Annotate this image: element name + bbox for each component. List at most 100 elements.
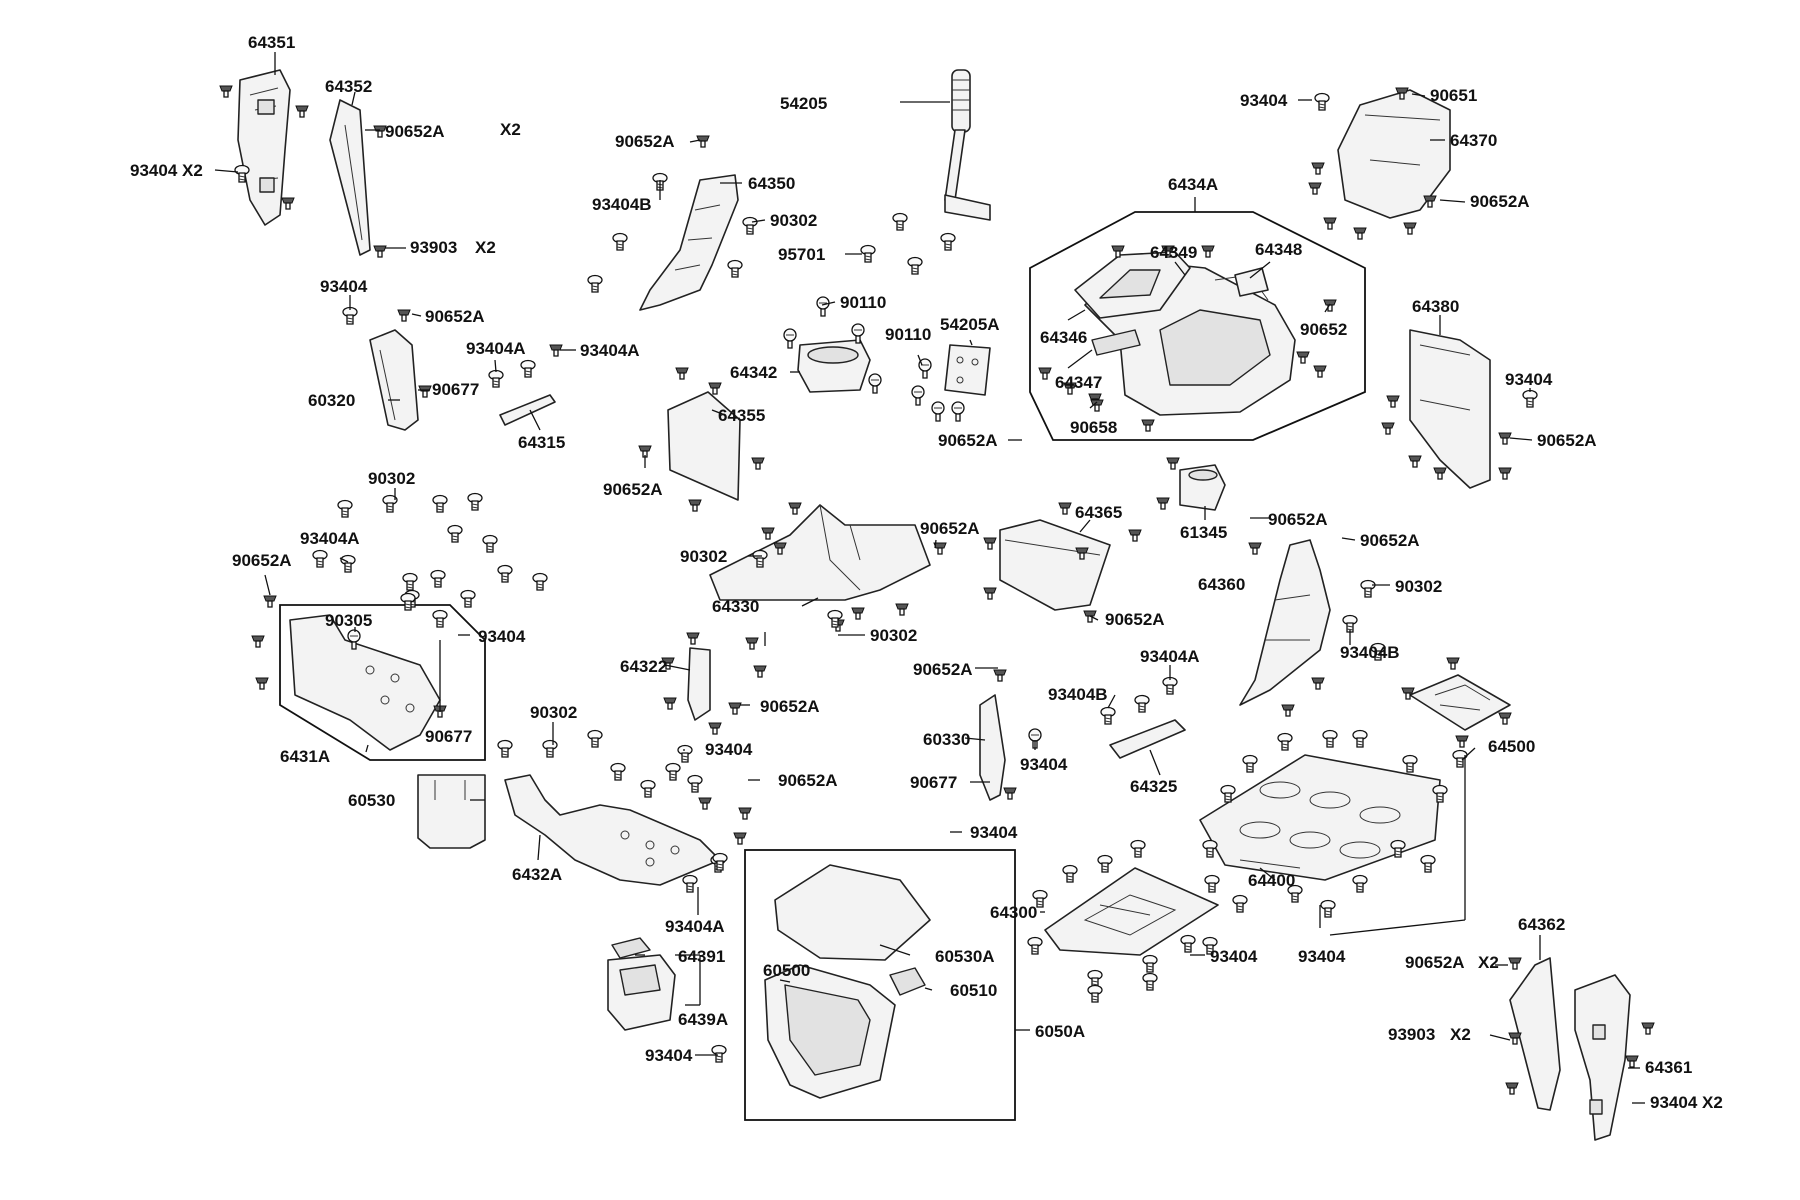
panel-64380 [1409, 329, 1491, 489]
callout-90652A: 90652A [1360, 531, 1420, 550]
callout-90110: 90110 [840, 293, 886, 312]
plate-64300 [1044, 867, 1219, 956]
callout-60530A: 60530A [935, 947, 995, 966]
panel-64365 [999, 519, 1111, 611]
callout-90652A: 90652A [778, 771, 838, 790]
lid-60530A [774, 864, 931, 961]
callout-90652A: 90652A [1268, 510, 1328, 529]
callout-64365: 64365 [1075, 503, 1122, 522]
lid-64391 [611, 937, 651, 959]
bracket-64360 [1239, 539, 1331, 706]
callout-90652A: 90652A [1470, 192, 1530, 211]
callout-64351: 64351 [248, 33, 295, 52]
callout-x2: X2 [1478, 953, 1499, 972]
callout-64330: 64330 [712, 597, 759, 616]
footrest-6432A [504, 774, 721, 886]
callout-93404: 93404 [320, 277, 368, 296]
callout-90651: 90651 [1430, 86, 1477, 105]
callout-90652A: 90652A [603, 480, 663, 499]
callout-64500: 64500 [1488, 737, 1535, 756]
console-top-64346 [1074, 251, 1191, 319]
callout-93404-x2: 93404 X2 [1650, 1093, 1723, 1112]
callout-90652A: 90652A [385, 122, 445, 141]
callout-64391: 64391 [678, 947, 725, 966]
callout-54205: 54205 [780, 94, 827, 113]
callout-93404: 93404 [478, 627, 526, 646]
callout-90652A: 90652A [615, 132, 675, 151]
callout-93903: 93903 [410, 238, 457, 257]
footrest-assembly-box [279, 604, 486, 761]
callout-90677: 90677 [910, 773, 957, 792]
callout-54205A: 54205A [940, 315, 1000, 334]
callout-93404A: 93404A [466, 339, 526, 358]
callout-90652A: 90652A [760, 697, 820, 716]
callout-90652A: 90652A [425, 307, 485, 326]
callout-64361: 64361 [1645, 1058, 1692, 1077]
callout-93404A: 93404A [580, 341, 640, 360]
callout-90677: 90677 [425, 727, 472, 746]
callout-64300: 64300 [990, 903, 1037, 922]
callout-64347: 64347 [1055, 373, 1102, 392]
panel-64330 [709, 504, 931, 601]
callout-90652: 90652 [1300, 320, 1347, 339]
callout-64355: 64355 [718, 406, 765, 425]
callout-64360: 64360 [1198, 575, 1245, 594]
callout-90302: 90302 [770, 211, 817, 230]
leader-lines [214, 52, 1645, 1104]
callout-60320: 60320 [308, 391, 355, 410]
callout-93404B: 93404B [1340, 643, 1400, 662]
tray-60500 [764, 964, 896, 1099]
cupholder-64342 [797, 339, 871, 393]
lever-54205 [944, 69, 991, 221]
callout-64342: 64342 [730, 363, 777, 382]
callout-93404A: 93404A [665, 917, 725, 936]
callout-64352: 64352 [325, 77, 372, 96]
callout-6434A: 6434A [1168, 175, 1218, 194]
callout-95701: 95701 [778, 245, 825, 264]
callout-64350: 64350 [748, 174, 795, 193]
callout-60530: 60530 [348, 791, 395, 810]
latch-60510 [889, 967, 926, 996]
callout-64380: 64380 [1412, 297, 1459, 316]
callout-64400: 64400 [1248, 871, 1295, 890]
bracket-60320 [369, 329, 419, 431]
callout-90302: 90302 [368, 469, 415, 488]
callout-90652A: 90652A [1105, 610, 1165, 629]
bracket-64350 [639, 174, 739, 311]
callout-90305: 90305 [325, 611, 372, 630]
callout-93404: 93404 [705, 740, 753, 759]
callout-90658: 90658 [1070, 418, 1117, 437]
strip-64315 [499, 394, 556, 426]
callout-64322: 64322 [620, 657, 667, 676]
callout-6431A: 6431A [280, 747, 330, 766]
callout-64346: 64346 [1040, 328, 1087, 347]
plate-64500 [1409, 674, 1511, 731]
callout-64362: 64362 [1518, 915, 1565, 934]
callout-93404B: 93404B [1048, 685, 1108, 704]
callout-93404: 93404 [1298, 947, 1346, 966]
callout-90302: 90302 [680, 547, 727, 566]
callout-90677: 90677 [432, 380, 479, 399]
plate-64355 [667, 391, 741, 501]
callout-90652A: 90652A [1405, 953, 1465, 972]
callout-90302: 90302 [1395, 577, 1442, 596]
panel-64361 [1574, 974, 1631, 1141]
callout-64315: 64315 [518, 433, 565, 452]
callout-labels: 64351 64352 90652A X2 93404 X2 93903 X2 … [130, 33, 1723, 1112]
callout-64348: 64348 [1255, 240, 1302, 259]
callout-61345: 61345 [1180, 523, 1227, 542]
callout-60510: 60510 [950, 981, 997, 1000]
callout-x2: X2 [500, 120, 521, 139]
bracket-60330 [979, 694, 1006, 801]
callout-64370: 64370 [1450, 131, 1497, 150]
storage-assembly-box [744, 849, 1016, 1121]
callout-93404: 93404 [970, 823, 1018, 842]
panel-64370 [1337, 89, 1451, 219]
footrest-6431A [289, 614, 441, 751]
box-61345 [1179, 464, 1226, 511]
callout-93404: 93404 [1240, 91, 1288, 110]
callout-90652A: 90652A [938, 431, 998, 450]
callout-90652A: 90652A [1537, 431, 1597, 450]
callout-90302: 90302 [870, 626, 917, 645]
callout-90110: 90110 [885, 325, 931, 344]
